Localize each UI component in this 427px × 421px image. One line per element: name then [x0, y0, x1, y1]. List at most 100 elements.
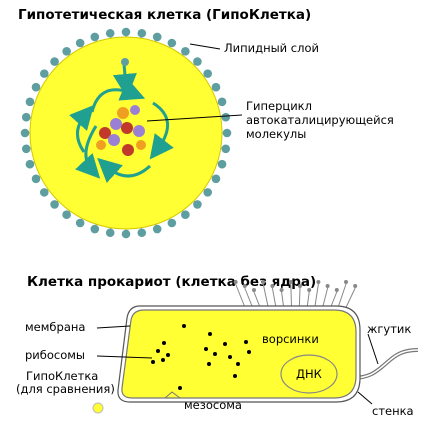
lipid-head — [25, 97, 35, 107]
lipid-head — [137, 228, 147, 238]
ribosome — [178, 386, 182, 390]
lipid-head — [21, 112, 31, 122]
mesosome-fold — [164, 391, 181, 399]
label-wall: стенка — [372, 404, 414, 418]
ribosome — [162, 341, 166, 345]
label-lipid-layer: Липидный слой — [224, 41, 319, 55]
label-villi: ворсинки — [262, 332, 319, 346]
lipid-head — [193, 57, 202, 66]
molecule — [110, 118, 122, 130]
lipid-head — [90, 32, 100, 42]
lipid-head — [50, 200, 59, 209]
label-dna: ДНК — [296, 367, 322, 381]
villus-tip — [316, 280, 321, 284]
lipid-head — [31, 82, 41, 92]
lipid-head — [167, 38, 177, 48]
lipid-head — [217, 97, 227, 107]
lipid-head — [211, 82, 221, 92]
lipid-head — [221, 112, 231, 122]
molecule — [99, 127, 111, 139]
lipid-head — [193, 200, 202, 209]
lipid-layer — [20, 27, 232, 239]
top-title: Гипотетическая клетка (ГипоКлетка) — [18, 7, 311, 23]
lipid-head — [62, 210, 71, 220]
label-ribosomes: рибосомы — [25, 348, 85, 362]
lipid-head — [39, 188, 49, 197]
lipid-head — [90, 224, 100, 234]
label-hypercycle-line3: молекулы — [246, 127, 306, 141]
ribosome — [213, 352, 217, 356]
ribosome — [228, 355, 232, 359]
lipid-head — [62, 46, 71, 56]
villus-tip — [242, 284, 247, 288]
ribosome — [244, 340, 248, 344]
lipid-head — [181, 46, 190, 56]
lipid-head — [203, 188, 213, 197]
label-flagellum: жгутик — [367, 322, 411, 336]
hypothetical-cell — [20, 27, 232, 239]
ribosome — [156, 349, 160, 353]
villus-tip — [298, 284, 302, 288]
arrow-cycle-5 — [75, 125, 101, 179]
leader-flagellum — [367, 333, 379, 365]
villus-tip — [261, 280, 266, 284]
villus-tip — [325, 284, 330, 288]
ribosome — [151, 360, 155, 364]
villus-tip — [233, 280, 238, 284]
label-membrane: мембрана — [25, 320, 85, 334]
ribosome — [166, 353, 170, 357]
ribosome — [247, 350, 251, 354]
lipid-head — [152, 224, 162, 234]
molecule — [108, 134, 120, 146]
ribosome — [207, 362, 211, 366]
lipid-head — [105, 28, 115, 38]
lipid-head — [121, 229, 131, 239]
ribosomes — [151, 324, 251, 390]
molecule — [136, 140, 146, 150]
ribosome — [204, 347, 208, 351]
ribosome — [182, 324, 186, 328]
leader-wall — [357, 391, 373, 405]
ribosome — [161, 358, 165, 362]
lipid-head — [181, 210, 190, 220]
molecule — [133, 125, 145, 137]
lipid-head — [121, 27, 131, 37]
arrow-cycle-2 — [149, 101, 174, 160]
molecule — [117, 107, 129, 119]
lipid-head — [222, 128, 232, 138]
villus-tip — [334, 288, 339, 292]
lipid-head — [75, 38, 85, 48]
molecule-cluster — [96, 105, 146, 156]
lipid-head — [203, 69, 213, 78]
lipid-head — [75, 218, 85, 228]
ribosome — [208, 332, 212, 336]
ribosome — [223, 342, 227, 346]
molecule — [130, 105, 140, 115]
molecule — [96, 140, 106, 150]
molecule — [122, 144, 134, 156]
villus-tip — [270, 284, 275, 288]
lipid-head — [21, 144, 31, 154]
incoming-lipid-head — [121, 58, 129, 66]
lipid-head — [105, 228, 115, 238]
villus — [344, 287, 356, 311]
ribosome — [233, 374, 237, 378]
lipid-head — [217, 159, 227, 169]
leader-lipid — [189, 43, 221, 50]
lipid-head — [25, 159, 35, 169]
leader-hypercycle — [146, 114, 243, 122]
label-hypocell: ГипоКлетка — [26, 369, 98, 383]
label-hypocell-line2: (для сравнения) — [16, 382, 115, 396]
villus-tip — [279, 288, 284, 292]
arrow-cycle-4 — [69, 105, 94, 153]
leader-ribosomes — [96, 355, 153, 359]
hypocell-comparison — [92, 402, 104, 414]
lipid-head — [167, 218, 177, 228]
hypercycle-arrows — [69, 63, 174, 183]
arrow-cycle-3 — [97, 157, 152, 183]
villus-tip — [353, 284, 358, 288]
lipid-head — [211, 174, 221, 184]
villus-tip — [252, 288, 256, 292]
label-hypercycle: Гиперцикл — [246, 99, 312, 113]
lipid-head — [31, 174, 41, 184]
